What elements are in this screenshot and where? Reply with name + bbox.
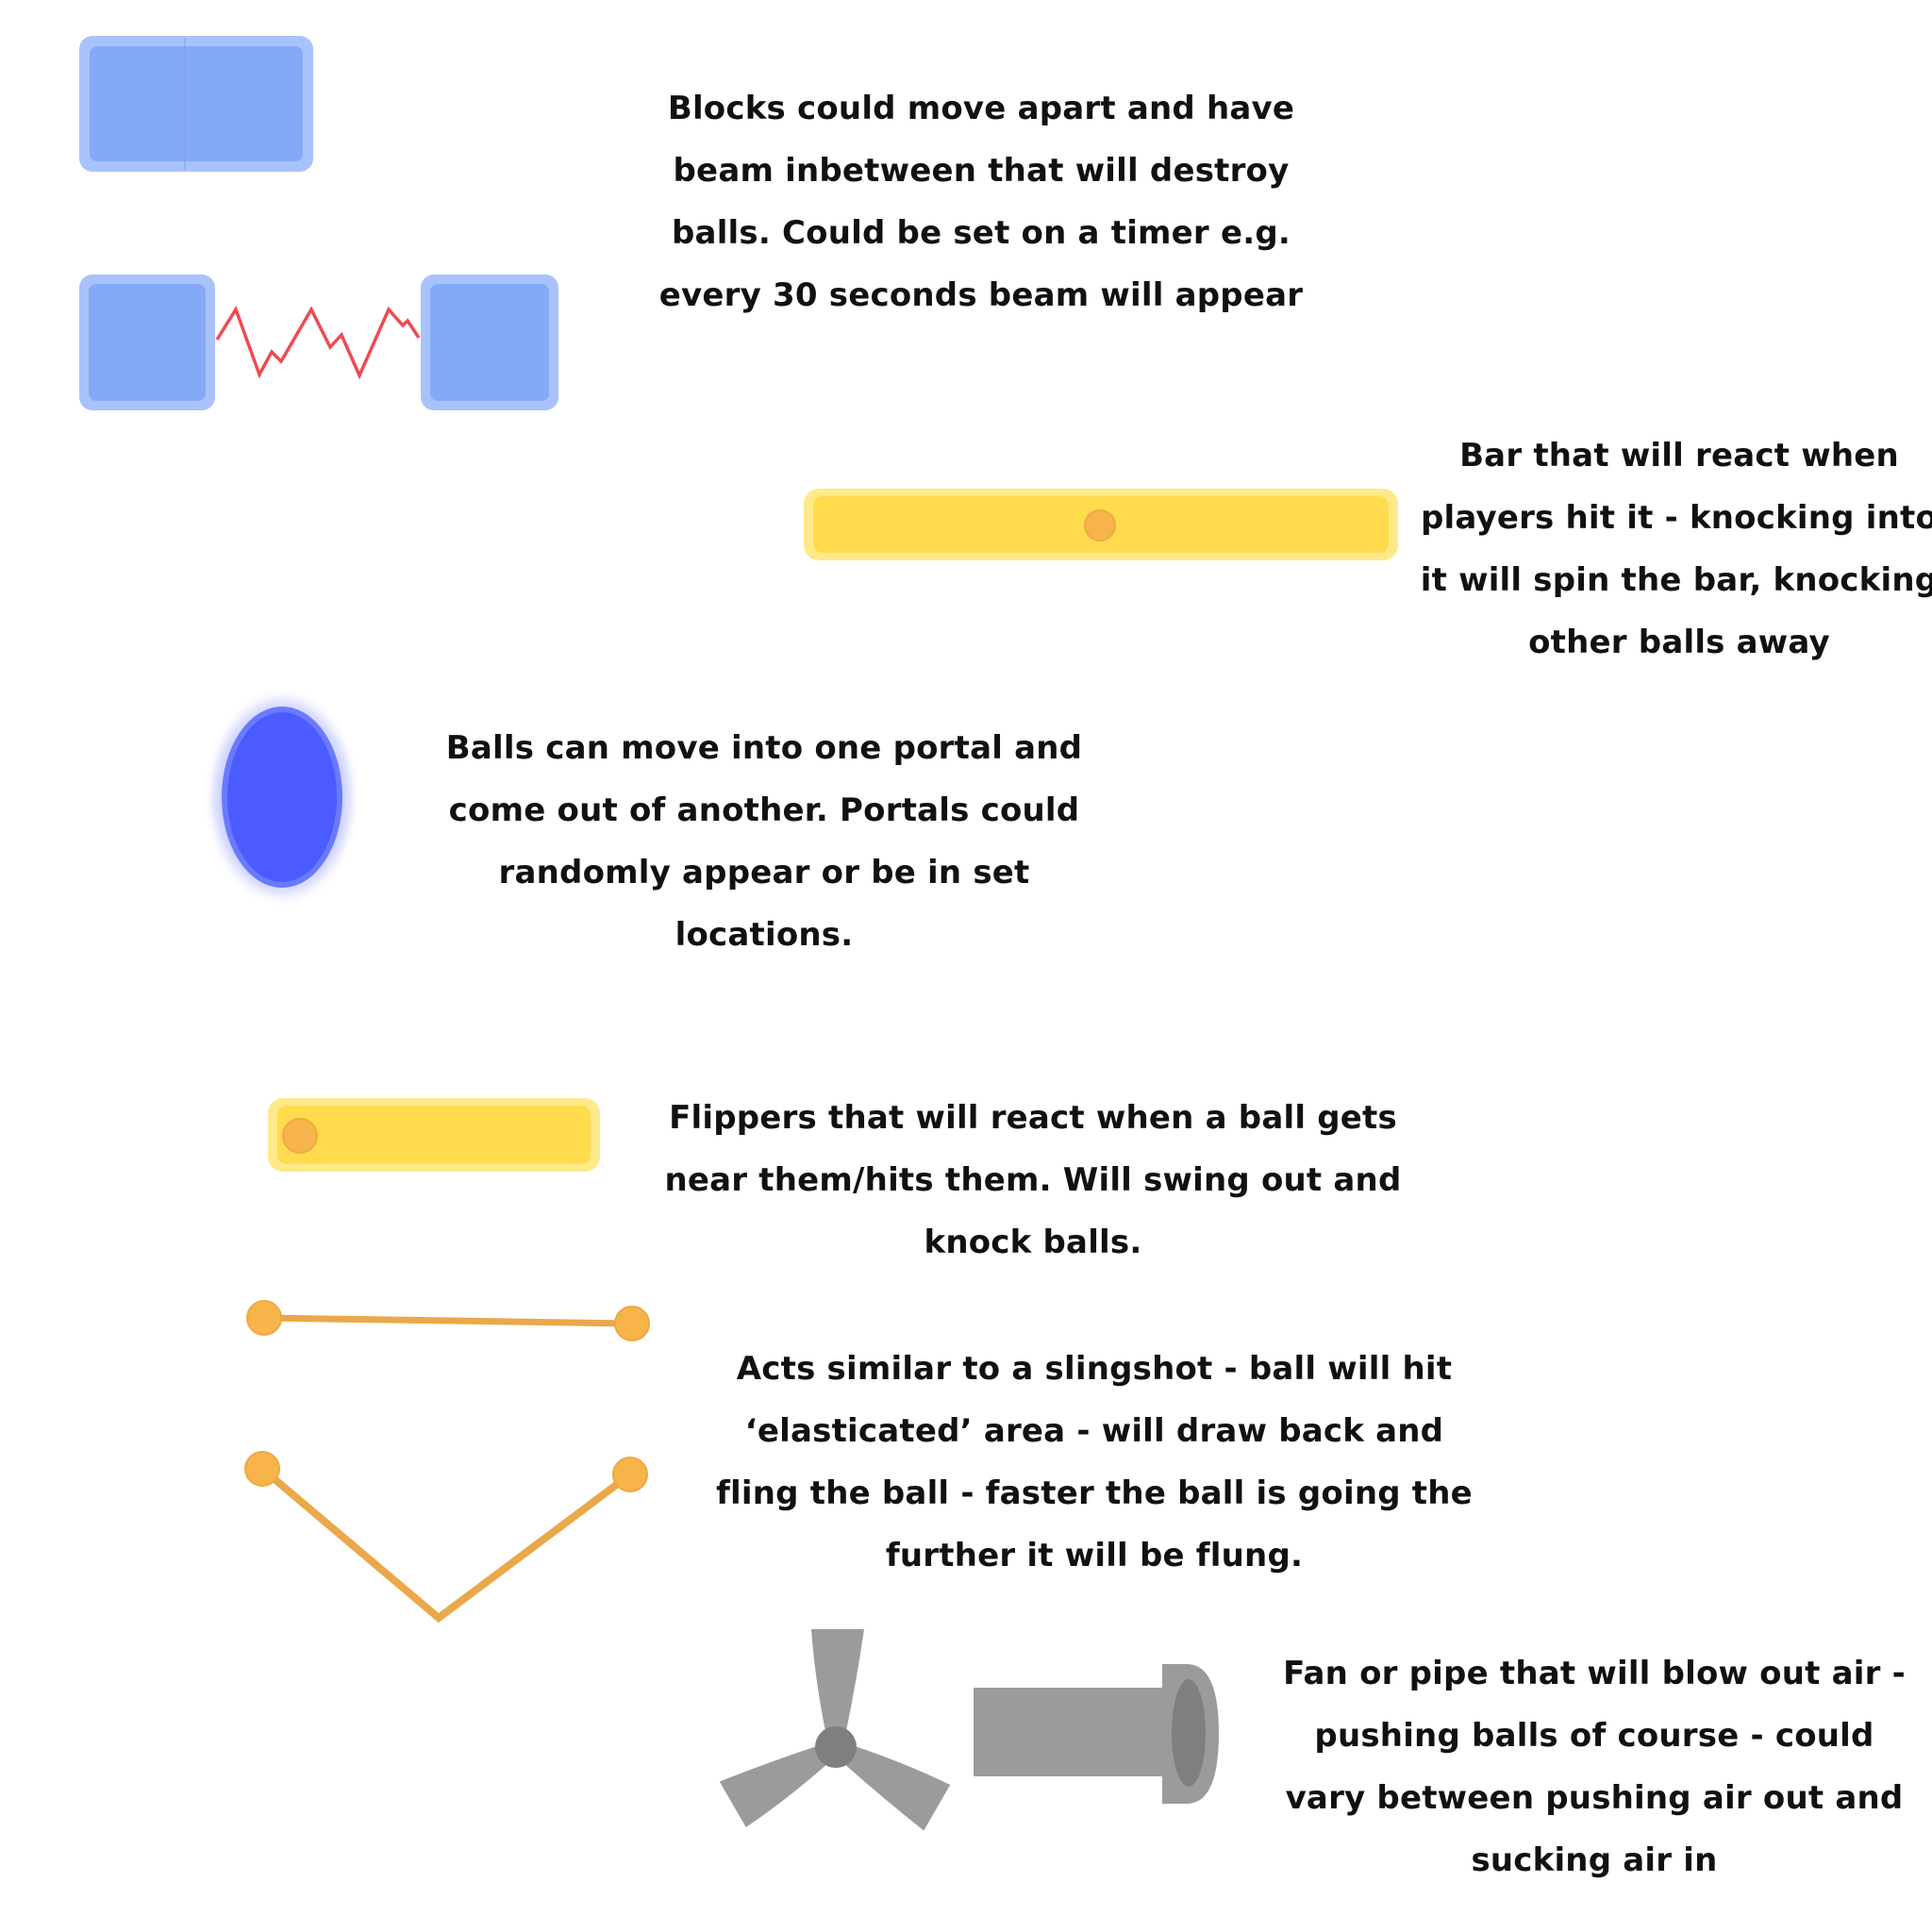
- fan-icon: [719, 1629, 951, 1831]
- portal-icon: [203, 686, 361, 908]
- portal-description: Balls can move into one portal and come …: [445, 729, 1083, 954]
- destroy-beam-icon: [215, 306, 421, 380]
- slingshot-description: Acts similar to a slingshot - ball will …: [716, 1350, 1473, 1574]
- pivot-icon: [1084, 509, 1116, 541]
- flipper-icon: [268, 1098, 600, 1172]
- air-pipe-icon: [974, 1664, 1219, 1804]
- flipper-description: Flippers that will react when a ball get…: [664, 1099, 1402, 1261]
- slingshot-rest-icon: [246, 1300, 650, 1341]
- blocks-with-beam-icon: [79, 275, 558, 410]
- beam-blocks-description: Blocks could move apart and have beam in…: [658, 90, 1304, 314]
- spinning-bar-icon: [804, 489, 1398, 560]
- spinning-bar-description: Bar that will react when players hit it …: [1420, 437, 1932, 661]
- flipper-pivot-icon: [282, 1118, 318, 1154]
- fan-pipe-description: Fan or pipe that will blow out air - pus…: [1283, 1655, 1906, 1879]
- joined-blocks-icon: [79, 36, 313, 172]
- fan-hub-icon: [815, 1726, 857, 1768]
- slingshot-stretched-icon: [244, 1451, 648, 1624]
